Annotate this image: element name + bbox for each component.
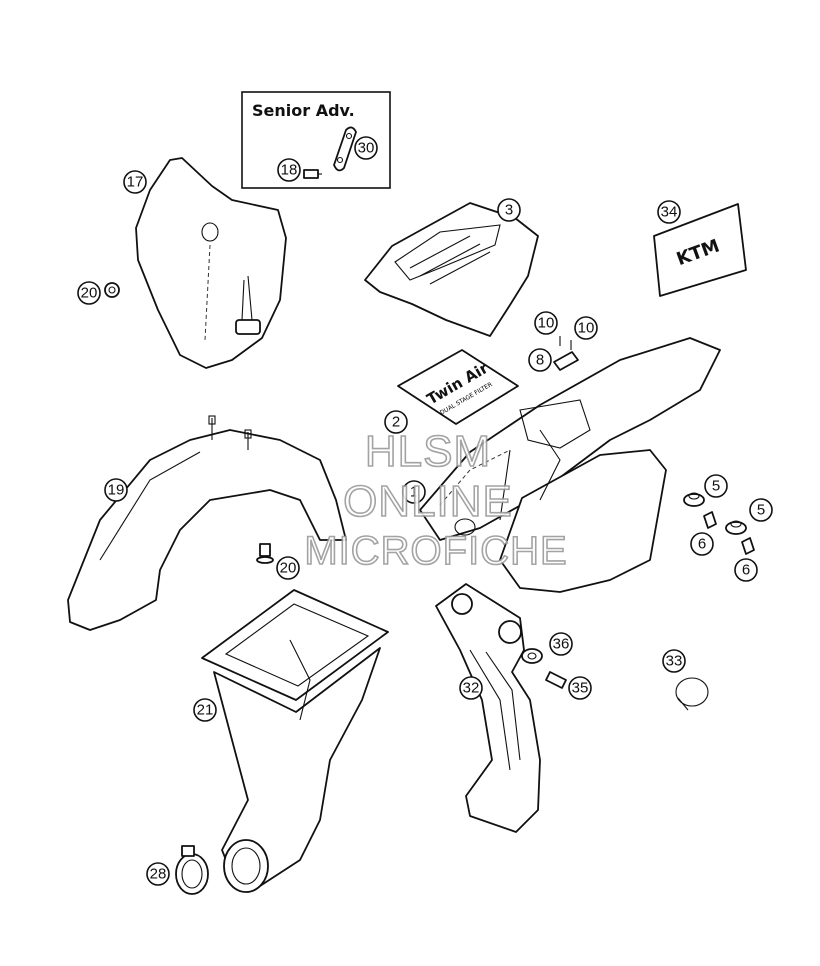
svg-text:20: 20	[280, 560, 297, 577]
rear-fender	[419, 337, 721, 593]
callout-18: 18	[277, 158, 301, 182]
inset-bracket	[333, 126, 357, 172]
callout-33: 33	[662, 649, 686, 673]
watermark: HLSM ONLINE MICROFICHE	[304, 426, 568, 574]
callout-10-right: 10	[574, 316, 598, 340]
callout-5-lower: 5	[749, 498, 773, 522]
svg-text:6: 6	[698, 536, 706, 553]
svg-text:6: 6	[742, 562, 750, 579]
svg-text:19: 19	[108, 482, 125, 499]
svg-text:36: 36	[553, 636, 570, 653]
svg-text:2: 2	[392, 414, 400, 431]
callout-30: 30	[354, 136, 378, 160]
svg-text:5: 5	[757, 502, 765, 519]
svg-text:10: 10	[578, 320, 595, 337]
callout-21: 21	[193, 698, 217, 722]
grommet-screw-upper	[683, 492, 717, 529]
svg-text:3: 3	[505, 202, 513, 219]
bolt-20-fender	[256, 543, 274, 564]
ktm-decal: KTM	[653, 203, 747, 297]
callout-5-upper: 5	[704, 474, 728, 498]
watermark-line-1: HLSM	[365, 427, 491, 476]
svg-text:10: 10	[538, 315, 555, 332]
callout-19: 19	[104, 478, 128, 502]
callout-35: 35	[568, 676, 592, 700]
svg-text:5: 5	[712, 478, 720, 495]
svg-text:20: 20	[81, 285, 98, 302]
callout-20-lower: 20	[276, 556, 300, 580]
svg-text:1: 1	[410, 484, 418, 501]
watermark-line-3: MICROFICHE	[304, 529, 567, 573]
svg-text:8: 8	[536, 352, 544, 369]
svg-text:33: 33	[666, 653, 683, 670]
svg-text:28: 28	[150, 866, 167, 883]
inset-screw	[303, 169, 322, 179]
hose-clamp	[175, 845, 209, 895]
inset-title: Senior Adv.	[252, 101, 355, 120]
twin-air-decal: Twin Air DUAL STAGE FILTER	[397, 349, 519, 425]
svg-text:21: 21	[197, 702, 214, 719]
air-intake-duct	[201, 589, 389, 893]
bolt-20-left	[104, 282, 120, 298]
svg-text:34: 34	[661, 204, 678, 221]
callout-34: 34	[657, 200, 681, 224]
cable-tie	[675, 677, 709, 711]
svg-text:18: 18	[281, 162, 298, 179]
callout-1: 1	[402, 480, 426, 504]
callout-10-left: 10	[534, 311, 558, 335]
callout-6-lower: 6	[734, 558, 758, 582]
callout-6-upper: 6	[690, 532, 714, 556]
grommet-screw-lower	[725, 520, 755, 555]
airbox-side-cover	[364, 202, 539, 337]
watermark-line-2: ONLINE	[343, 477, 513, 526]
front-number-plate	[135, 157, 287, 369]
intake-snorkel	[435, 583, 541, 833]
callout-28: 28	[146, 862, 170, 886]
screw-clip-group	[553, 336, 579, 371]
callout-2: 2	[384, 410, 408, 434]
callout-20-upper: 20	[77, 281, 101, 305]
callout-32: 32	[459, 676, 483, 700]
callout-36: 36	[549, 632, 573, 656]
svg-text:17: 17	[127, 174, 144, 191]
washer-36	[521, 648, 543, 664]
svg-text:32: 32	[463, 680, 480, 697]
bolt-35	[545, 671, 567, 689]
callout-8: 8	[528, 348, 552, 372]
front-fender	[67, 415, 347, 631]
callout-3: 3	[497, 198, 521, 222]
callout-17: 17	[123, 170, 147, 194]
svg-text:30: 30	[358, 140, 375, 157]
svg-text:35: 35	[572, 680, 589, 697]
